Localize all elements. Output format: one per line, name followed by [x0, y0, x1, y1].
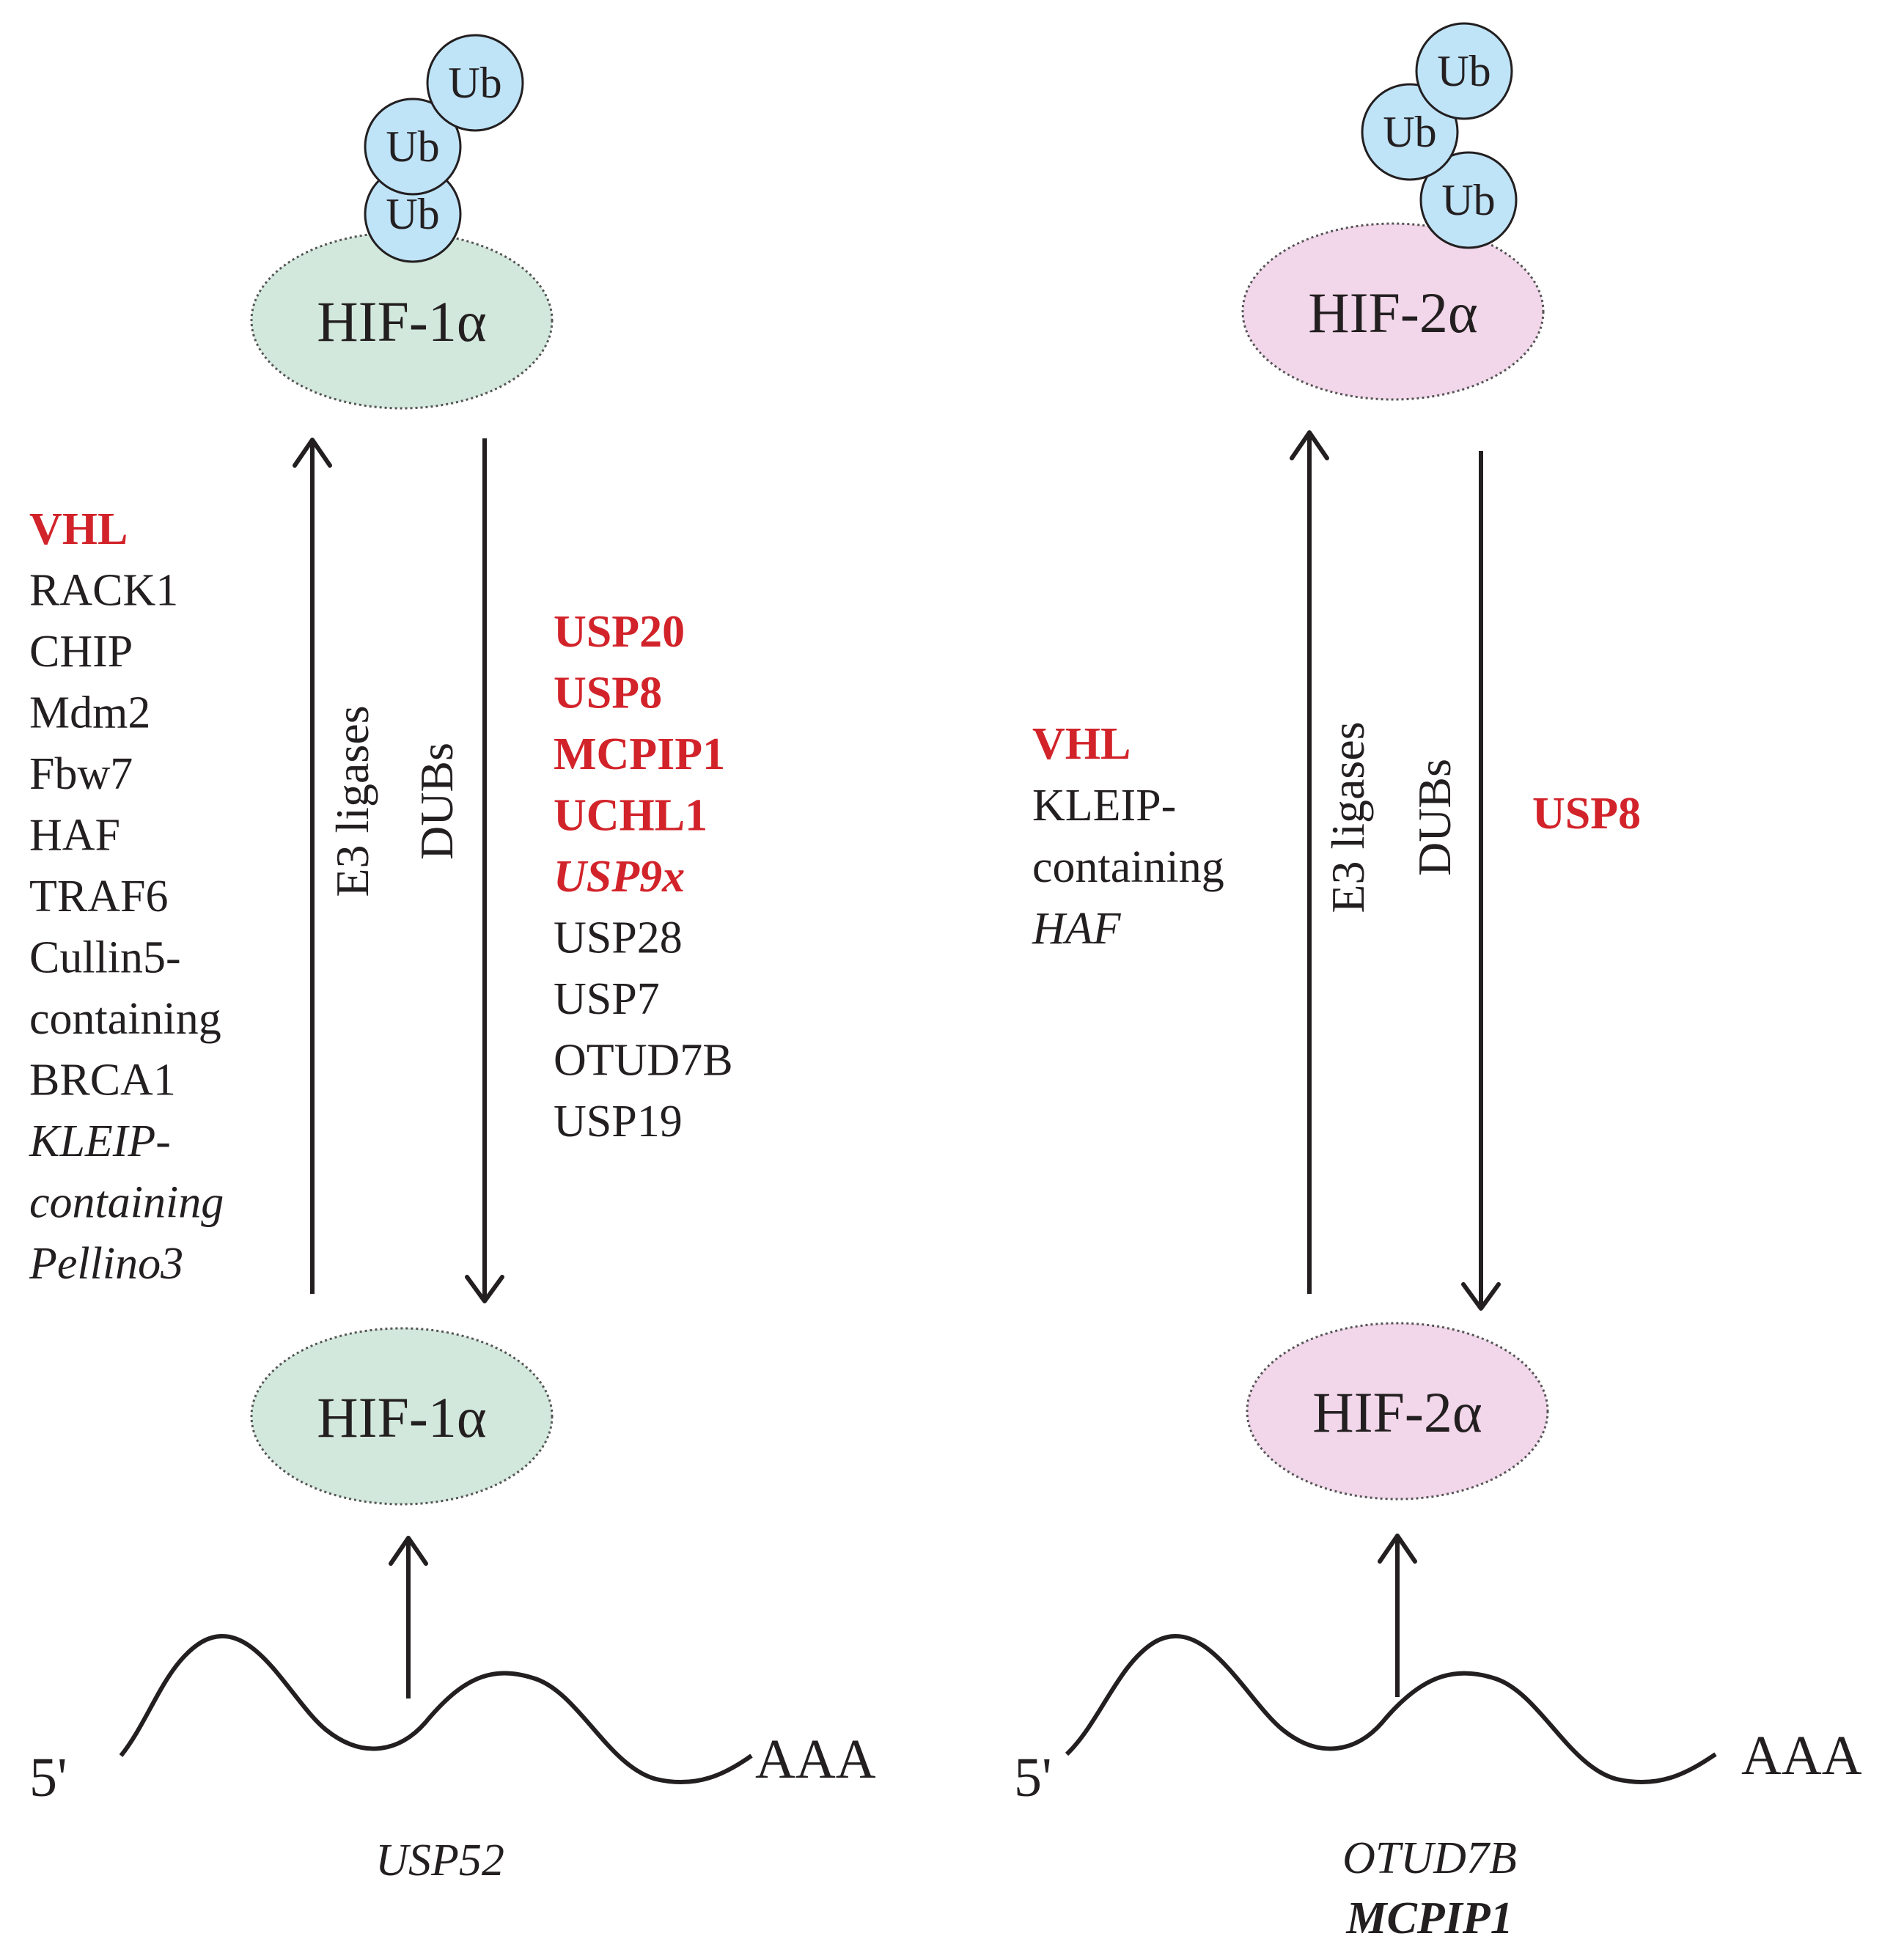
ub-label: Ub	[448, 59, 501, 107]
dub-item: UCHL1	[554, 791, 707, 841]
dub-item: MCPIP1	[554, 729, 725, 779]
hif1-translation-arrowhead	[389, 1536, 428, 1566]
e3-ligase-item: containing	[1032, 842, 1224, 892]
hif2-dub-axis-label: DUBs	[1408, 759, 1460, 876]
dub-item: USP8	[1532, 789, 1641, 839]
ub-label: Ub	[1383, 108, 1436, 156]
mrna-regulator-item: OTUD7B	[1342, 1833, 1517, 1883]
e3-ligase-item: containing	[29, 1178, 224, 1228]
e3-ligase-item: VHL	[1032, 719, 1131, 769]
hif2-mrna-5-prime: 5'	[1014, 1747, 1052, 1808]
e3-ligase-item: Fbw7	[29, 749, 133, 799]
hif2-ub-chain: Ub Ub Ub	[1361, 22, 1518, 249]
hif1-bottom-oval	[250, 1327, 554, 1506]
e3-ligase-item: HAF	[29, 811, 120, 861]
hif1-mrna-wave	[119, 1634, 753, 1785]
ub-label: Ub	[1437, 47, 1491, 95]
hif2-top-label: HIF-2α	[1308, 281, 1478, 345]
hif1-top-label: HIF-1α	[317, 290, 487, 353]
hif2-bottom-oval	[1246, 1322, 1549, 1501]
hif2-mrna-3-prime: AAA	[1741, 1725, 1862, 1786]
hif2-bottom-label: HIF-2α	[1312, 1380, 1482, 1444]
e3-ligase-item: Mdm2	[29, 688, 150, 738]
hif1-dub-arrowhead	[465, 1275, 504, 1303]
e3-ligase-item: CHIP	[29, 627, 133, 677]
hif2-e3-axis-label: E3 ligases	[1322, 721, 1374, 913]
hif1-dub-list: USP20USP8MCPIP1UCHL1USP9xUSP28USP7OTUD7B…	[554, 607, 733, 1147]
hif1-e3-axis-label: E3 ligases	[326, 705, 378, 897]
dub-item: USP8	[554, 669, 662, 718]
e3-ligase-item: VHL	[29, 504, 128, 554]
hif2-e3-arrowhead	[1290, 430, 1329, 460]
hif1-ub-chain: Ub Ub Ub	[364, 34, 524, 263]
mrna-regulator-item: USP52	[375, 1836, 504, 1885]
hif2-mrna-wave	[1065, 1634, 1717, 1785]
dub-item: USP7	[554, 974, 660, 1024]
hif1-e3-arrowhead	[293, 438, 332, 468]
ub-label: Ub	[386, 190, 439, 238]
mrna-regulator-item: MCPIP1	[1345, 1893, 1512, 1943]
ub-circle	[364, 97, 462, 196]
e3-ligase-item: BRCA1	[29, 1056, 176, 1105]
e3-ligase-item: containing	[29, 994, 221, 1044]
hif1-bottom-label: HIF-1α	[317, 1385, 487, 1449]
ub-circle	[1419, 151, 1518, 249]
hif1-dub-axis-label: DUBs	[411, 743, 463, 860]
dub-item: OTUD7B	[554, 1036, 733, 1086]
e3-ligase-item: KLEIP-	[29, 1116, 171, 1166]
hif2-panel: HIF-2α Ub Ub Ub E3 ligases DUBs VHL KLEIP…	[1014, 22, 1862, 1943]
e3-ligase-item: RACK1	[29, 566, 178, 616]
dub-item: USP20	[554, 607, 685, 657]
dub-item: USP19	[554, 1097, 683, 1147]
hif1-panel: HIF-1α Ub Ub Ub E3 ligases DUBs VHL RACK1…	[29, 34, 876, 1885]
ub-label: Ub	[1441, 176, 1495, 224]
e3-ligase-item: KLEIP-	[1032, 781, 1176, 831]
dub-item: USP28	[554, 913, 683, 963]
ub-circle	[1415, 22, 1513, 120]
hif1-mrna-regulators: USP52	[375, 1836, 504, 1885]
dub-item: USP9x	[554, 852, 685, 902]
e3-ligase-item: TRAF6	[29, 872, 168, 921]
hif1-mrna-5-prime: 5'	[29, 1747, 67, 1808]
hif1-mrna-3-prime: AAA	[755, 1729, 876, 1790]
hif2-dub-arrowhead	[1461, 1282, 1501, 1311]
hif2-translation-arrowhead	[1378, 1534, 1417, 1564]
hif2-top-oval	[1241, 222, 1545, 401]
e3-ligase-item: Pellino3	[29, 1239, 183, 1289]
e3-ligase-item: Cullin5-	[29, 933, 181, 983]
ub-circle	[426, 34, 524, 132]
ub-label: Ub	[386, 122, 439, 171]
hif2-mrna-regulators: OTUD7B MCPIP1	[1342, 1833, 1517, 1943]
e3-ligase-item: HAF	[1032, 904, 1122, 954]
hif2-dub-list: USP8	[1532, 789, 1641, 839]
